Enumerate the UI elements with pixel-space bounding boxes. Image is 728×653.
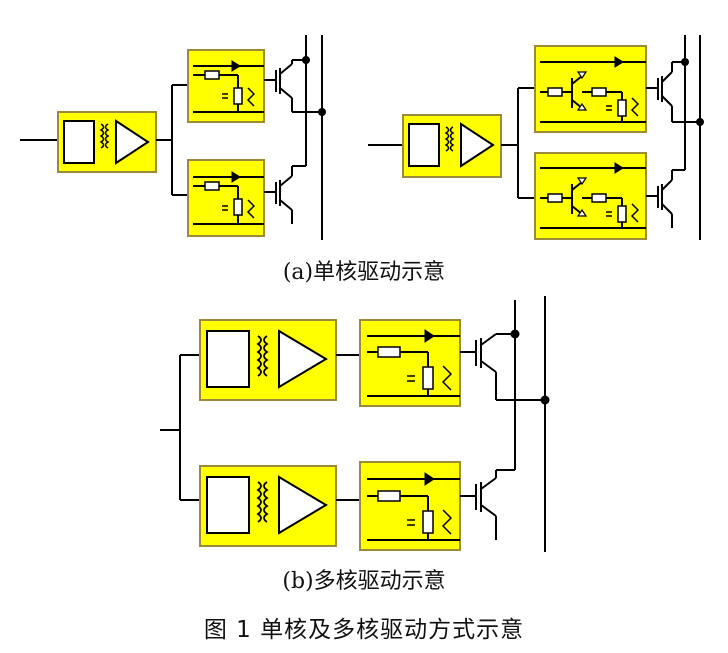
diagram-b [160, 296, 550, 552]
diagram-a-right [368, 35, 704, 240]
gate-block [359, 319, 461, 407]
gate-block [187, 49, 265, 123]
caption-b: (b)多核驱动示意 [282, 569, 446, 594]
diagram-a-left [20, 35, 326, 240]
figure-caption: 图 1 单核及多核驱动方式示意 [203, 617, 525, 643]
gate-block [359, 461, 461, 551]
caption-a: (a)单核驱动示意 [282, 260, 446, 285]
